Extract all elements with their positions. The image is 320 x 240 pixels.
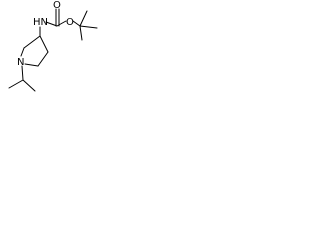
bond-n1-ch [21,65,24,81]
amide-nitrogen-label: HN [33,17,48,28]
ester-oxygen-label: O [66,17,74,28]
bond-c4-c5 [37,51,49,67]
bond-tbu-me-bottom [79,25,83,41]
molecule-structure: HN O O N [8,0,98,92]
bond-lines [8,8,98,92]
bond-c5-n1 [24,63,39,67]
bond-c-o-ester [56,20,67,27]
bond-c2-c3 [23,35,41,49]
bond-n1-c2 [20,47,25,57]
carbonyl-oxygen-label: O [53,0,61,11]
bond-c3-c4 [39,35,49,53]
bond-o-tbu [72,20,81,27]
bond-tbu-me-top [79,10,88,27]
bond-ch-me2 [22,79,36,92]
bond-nh-carbonyl-c [45,21,58,27]
ring-nitrogen-label: N [17,57,24,68]
bond-ch-me1 [8,79,24,89]
bond-tbu-me-right [79,25,98,29]
